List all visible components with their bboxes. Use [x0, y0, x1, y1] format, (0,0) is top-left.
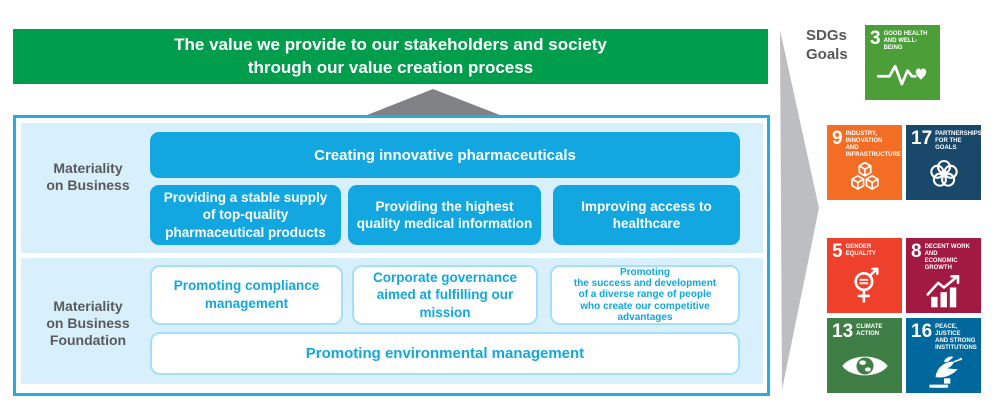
business-box-stable-supply: Providing a stable supply of top-quality… [150, 185, 341, 245]
up-arrow-triangle [362, 89, 505, 117]
foundation-box-environmental: Promoting environmental management [150, 332, 740, 375]
cubes-icon [832, 159, 898, 197]
sdg5-number: 5 [832, 241, 843, 262]
sdg-tile-8: 8 Decent Work and Economic Growth [906, 238, 981, 313]
business-box3-label: Improving access to healthcare [581, 198, 712, 231]
sdg17-title: Partnerships for the Goals [935, 131, 981, 151]
sdg-tile-3: 3 Good Health and Well-Being [865, 25, 940, 100]
sdgs-heading-line2: Goals [806, 45, 848, 63]
sdg9-title: Industry, Innovation and Infrastructure [845, 131, 901, 158]
sdg3-title: Good Health and Well-Being [883, 31, 928, 51]
business-box1-label: Providing a stable supply of top-quality… [163, 190, 328, 240]
business-label: Materiality on Business [28, 160, 148, 194]
growth-chart-icon [911, 272, 977, 310]
business-box-medical-information: Providing the highest quality medical in… [348, 185, 541, 245]
banner-line-2: through our value creation process [247, 57, 534, 77]
value-banner: The value we provide to our stakeholders… [13, 29, 768, 84]
interlocking-rings-icon [911, 152, 977, 197]
eye-globe-icon [832, 341, 898, 390]
foundation-main-box-label: Promoting environmental management [305, 345, 585, 362]
sdgs-heading: SDGs Goals [806, 27, 848, 65]
business-main-box-label: Creating innovative pharmaceuticals [314, 146, 576, 164]
sdg-tile-17: 17 Partnerships for the Goals [906, 125, 981, 200]
sdg13-number: 13 [832, 321, 854, 342]
foundation-box3-label: Promoting the success and development of… [573, 266, 717, 324]
business-box2-label: Providing the highest quality medical in… [356, 198, 533, 231]
sdg-tile-16: 16 Peace, Justice and Strong Institution… [906, 318, 981, 393]
sdg13-title: Climate Action [856, 324, 883, 337]
sdg5-title: Gender Equality [845, 244, 876, 257]
foundation-label-line2: on Business [46, 315, 130, 332]
foundation-label: Materiality on Business Foundation [28, 298, 148, 349]
flow-arrow-icon [780, 30, 819, 390]
sdg9-number: 9 [832, 128, 843, 149]
foundation-label-line1: Materiality [53, 298, 123, 314]
business-box-access-healthcare: Improving access to healthcare [553, 185, 740, 245]
sdg3-number: 3 [870, 28, 881, 49]
sdg17-number: 17 [911, 128, 933, 149]
banner-line-1: The value we provide to our stakeholders… [174, 35, 607, 55]
business-label-line1: Materiality [53, 160, 123, 176]
sdgs-heading-line1: SDGs [806, 27, 847, 44]
business-main-box: Creating innovative pharmaceuticals [150, 132, 740, 178]
sdg-tile-9: 9 Industry, Innovation and Infrastructur… [827, 125, 902, 200]
foundation-box-governance: Corporate governance aimed at fulfilling… [352, 265, 538, 325]
dove-gavel-icon [911, 352, 977, 390]
heartbeat-heart-icon [870, 52, 936, 97]
foundation-box-diverse-people: Promoting the success and development of… [550, 265, 740, 325]
sdg16-title: Peace, Justice and Strong Institutions [935, 324, 977, 351]
sdg-tile-5: 5 Gender Equality [827, 238, 902, 313]
materiality-frame: Materiality on Business Creating innovat… [13, 115, 770, 396]
foundation-box2-label: Corporate governance aimed at fulfilling… [372, 269, 518, 320]
foundation-label-line3: Foundation [49, 332, 127, 349]
sdg-tile-13: 13 Climate Action [827, 318, 902, 393]
sdg8-number: 8 [911, 241, 922, 262]
gender-equality-icon [832, 261, 898, 310]
foundation-box1-label: Promoting compliance management [173, 278, 320, 311]
business-label-line2: on Business [46, 177, 130, 194]
sdg8-title: Decent Work and Economic Growth [924, 244, 970, 271]
sdg16-number: 16 [911, 321, 933, 342]
foundation-box-compliance: Promoting compliance management [150, 265, 343, 325]
